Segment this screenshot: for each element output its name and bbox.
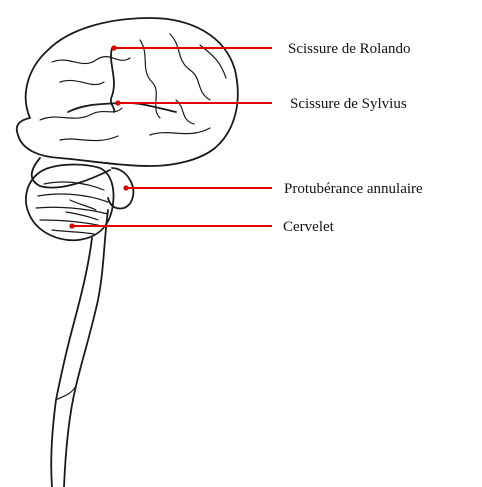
spinal-cord-left (51, 238, 92, 487)
leader-lines (69, 45, 272, 228)
gyrus-line (60, 80, 104, 84)
leader-dot-sylvius (115, 100, 120, 105)
gyrus-line (200, 45, 226, 78)
leader-dot-cervelet (69, 223, 74, 228)
label-rolando: Scissure de Rolando (288, 41, 410, 57)
cerebellum-folia (44, 182, 104, 190)
leader-dot-protuberance (123, 185, 128, 190)
gyrus-line (60, 136, 118, 141)
gyrus-line (40, 108, 122, 120)
cerebellum-outline (26, 165, 114, 241)
label-cervelet: Cervelet (283, 219, 335, 235)
gyrus-line (52, 57, 130, 64)
gyrus-line (150, 128, 210, 135)
spinal-cord-right (64, 210, 108, 487)
cerebrum-outline (17, 18, 238, 166)
label-protuberance: Protubérance annulaire (284, 181, 423, 197)
leader-dot-rolando (111, 45, 116, 50)
label-sylvius: Scissure de Sylvius (290, 96, 407, 112)
brain-illustration (17, 18, 238, 487)
cerebellum-folia (66, 212, 98, 220)
cerebellum-folia (52, 230, 94, 234)
gyrus-line (170, 34, 210, 100)
